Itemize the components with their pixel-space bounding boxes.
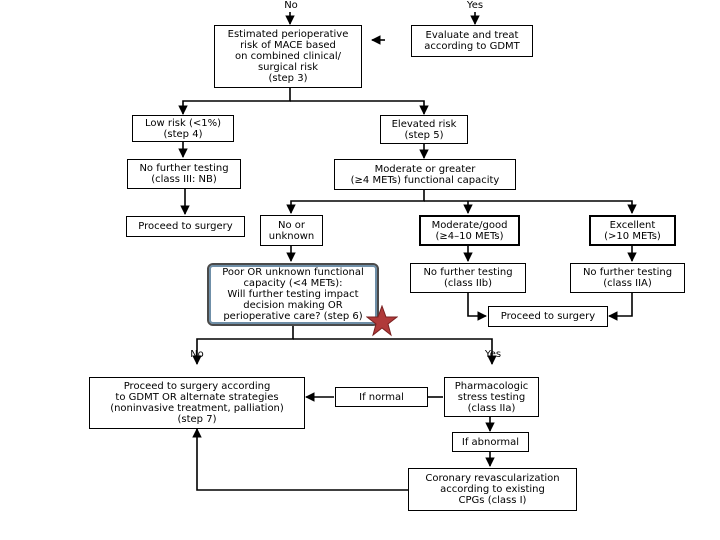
poor-unknown-step6-box: Poor OR unknown functional capacity (<4 … [207, 263, 379, 326]
branch-no-label: No [190, 349, 204, 360]
top-yes-label: Yes [466, 0, 484, 11]
proceed-surgery-mid-box: Proceed to surgery [488, 306, 608, 327]
no-further-iib-box: No further testing (class IIb) [410, 263, 526, 293]
proceed-gdmt-step7-box: Proceed to surgery according to GDMT OR … [89, 377, 305, 429]
low-risk-box: Low risk (<1%) (step 4) [132, 115, 234, 142]
gdmt-box: Evaluate and treat according to GDMT [411, 25, 533, 57]
coronary-revasc-box: Coronary revascularization according to … [408, 468, 577, 511]
star-icon [366, 305, 398, 337]
no-further-iia-box: No further testing (class IIA) [570, 263, 685, 293]
branch-yes-label: Yes [484, 349, 502, 360]
excellent-box: Excellent (>10 METs) [589, 215, 676, 246]
moderate-greater-box: Moderate or greater (≥4 METs) functional… [334, 159, 516, 190]
top-no-label: No [284, 0, 298, 11]
if-normal-box: If normal [335, 387, 428, 407]
step3-risk-box: Estimated perioperative risk of MACE bas… [214, 25, 362, 88]
proceed-surgery-left-box: Proceed to surgery [126, 216, 245, 237]
moderate-good-box: Moderate/good (≥4–10 METs) [419, 215, 520, 246]
if-abnormal-box: If abnormal [452, 432, 529, 452]
no-unknown-box: No or unknown [260, 215, 323, 246]
no-further-nb-box: No further testing (class III: NB) [127, 159, 241, 189]
pharm-stress-box: Pharmacologic stress testing (class IIa) [444, 377, 539, 417]
elevated-risk-box: Elevated risk (step 5) [380, 115, 468, 144]
